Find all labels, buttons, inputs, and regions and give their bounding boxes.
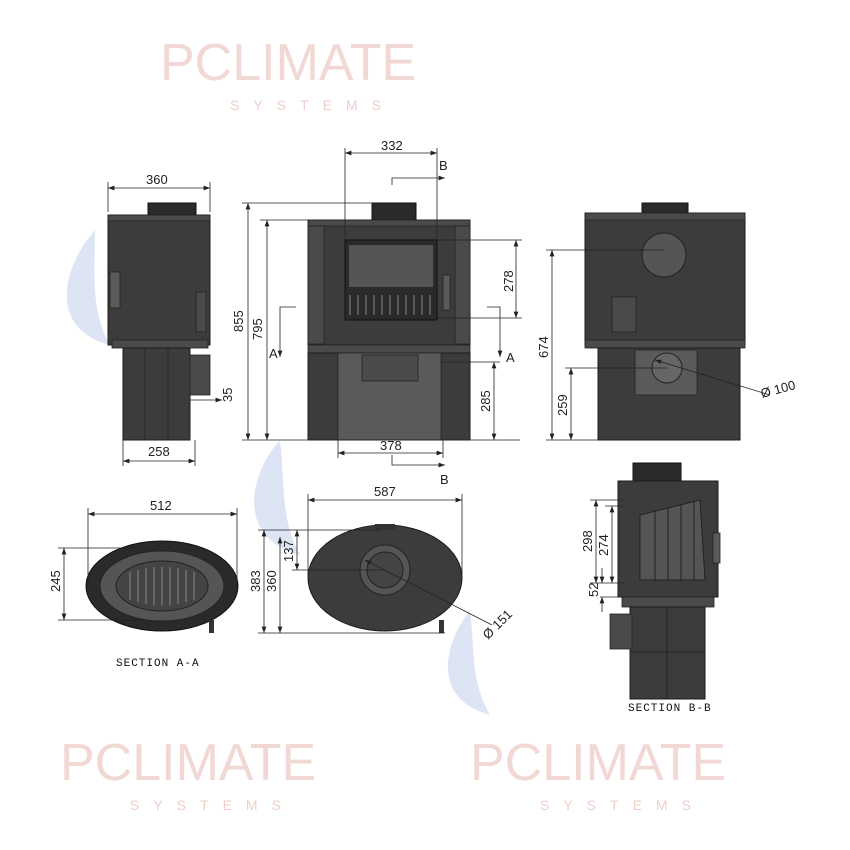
- dim-section-b-298: 298: [580, 530, 595, 552]
- dim-window-width: 332: [381, 138, 403, 153]
- section-a-right-marker: A: [506, 350, 515, 365]
- watermark-sub: SYSTEMS: [540, 797, 705, 813]
- dim-body-height: 795: [250, 318, 265, 340]
- dim-base-width: 378: [380, 438, 402, 453]
- dim-inlet-height: 259: [555, 394, 570, 416]
- watermark-sub: SYSTEMS: [130, 797, 295, 813]
- door-handle: [109, 271, 121, 309]
- dim-pipe-offset: 35: [220, 388, 235, 402]
- watermark-brand: PCLIMATE: [470, 734, 726, 792]
- section-a-caption: SECTION A-A: [116, 658, 200, 670]
- watermark-sub: SYSTEMS: [230, 97, 395, 113]
- section-b-caption: SECTION B-B: [628, 703, 712, 715]
- dim-top-depth-total: 383: [248, 570, 263, 592]
- watermark: PCLIMATE SYSTEMS PCLIMATE SYSTEMS PCLIMA…: [60, 34, 726, 813]
- dim-flue-offset: 137: [281, 540, 296, 562]
- section-b-top-marker: B: [439, 158, 448, 173]
- dim-side-width-base: 258: [148, 444, 170, 459]
- dim-inlet-diameter: Ø 100: [759, 377, 797, 401]
- dim-outlet-height: 674: [536, 336, 551, 358]
- flue-outlet-rear: [641, 232, 687, 278]
- section-a-left-marker: A: [269, 346, 278, 361]
- dim-total-height: 855: [231, 310, 246, 332]
- dim-top-depth-body: 360: [264, 570, 279, 592]
- section-b-bottom-marker: B: [440, 472, 449, 487]
- dim-base-height: 285: [478, 390, 493, 412]
- dim-section-a-width: 512: [150, 498, 172, 513]
- dim-section-b-274: 274: [596, 534, 611, 556]
- watermark-brand: PCLIMATE: [160, 34, 416, 92]
- dim-section-b-52: 52: [586, 583, 601, 597]
- back-view: 674 259 Ø 100: [536, 202, 797, 441]
- dim-window-height: 278: [501, 270, 516, 292]
- top-view: 587 383 360 137 Ø 151: [248, 484, 515, 642]
- section-b-b-view: 298 274 52 SECTION B-B: [580, 462, 721, 715]
- watermark-brand: PCLIMATE: [60, 734, 316, 792]
- dim-side-width-top: 360: [146, 172, 168, 187]
- dim-top-width: 587: [374, 484, 396, 499]
- dim-flue-diameter: Ø 151: [480, 606, 516, 642]
- side-view: 360 258 35: [107, 172, 235, 466]
- dim-section-a-depth: 245: [48, 570, 63, 592]
- front-view: 332 B 855 795 A A 278 285 378 B: [231, 138, 522, 487]
- section-a-a-view: 512 245 SECTION A-A: [48, 498, 239, 670]
